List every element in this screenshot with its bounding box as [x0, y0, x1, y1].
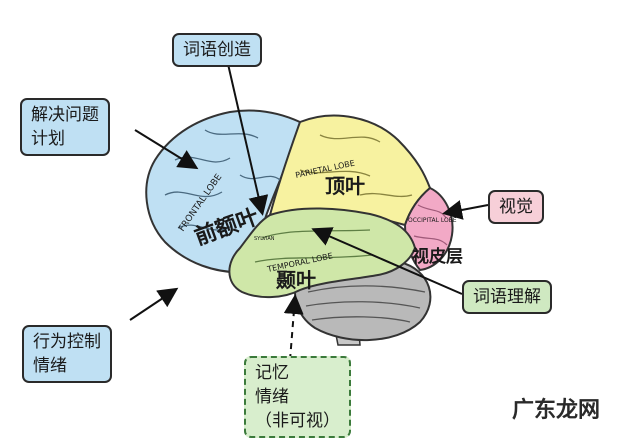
memory-box: 记忆 情绪 （非可视）	[244, 356, 351, 438]
parietal-gyri	[299, 134, 413, 198]
watermark: 广东龙网	[512, 398, 601, 423]
cerebellum-folds	[305, 285, 426, 323]
arrow-problem-solving	[134, 129, 199, 170]
word-creation-text: 词语创造	[183, 40, 251, 60]
problem-solving-box: 解决问题 计划	[20, 98, 110, 156]
word-creation-box: 词语创造	[172, 33, 262, 67]
temporal-lobe-label: 颞叶	[275, 268, 316, 292]
frontal-gyri	[164, 129, 281, 231]
problem-solving-text-line1: 解决问题	[31, 105, 99, 125]
word-understanding-box: 词语理解	[462, 280, 552, 314]
visual-cortex-label: 视皮层	[412, 246, 463, 267]
arrow-memory	[283, 294, 304, 361]
arrow-word-understanding	[311, 227, 463, 295]
occipital-lobe-english: OCCIPITAL LOBE	[408, 217, 457, 224]
behavior-control-text-line2: 情绪	[33, 356, 67, 376]
problem-solving-text-line2: 计划	[31, 129, 65, 149]
vision-text: 视觉	[499, 197, 533, 217]
memory-text-line3: （非可视）	[255, 411, 340, 431]
memory-text-line2: 情绪	[255, 387, 289, 407]
arrow-vision	[442, 200, 489, 220]
parietal-lobe-label: 顶叶	[325, 174, 365, 198]
word-understanding-text: 词语理解	[473, 287, 541, 307]
memory-text-line1: 记忆	[255, 363, 289, 383]
behavior-control-box: 行为控制 情绪	[22, 325, 112, 383]
sylvian-fissure-label: SYLVIAN	[254, 236, 275, 242]
vision-box: 视觉	[488, 190, 544, 224]
arrow-word-creation	[227, 63, 269, 216]
arrow-behavior	[129, 287, 179, 321]
behavior-control-text-line1: 行为控制	[33, 332, 101, 352]
